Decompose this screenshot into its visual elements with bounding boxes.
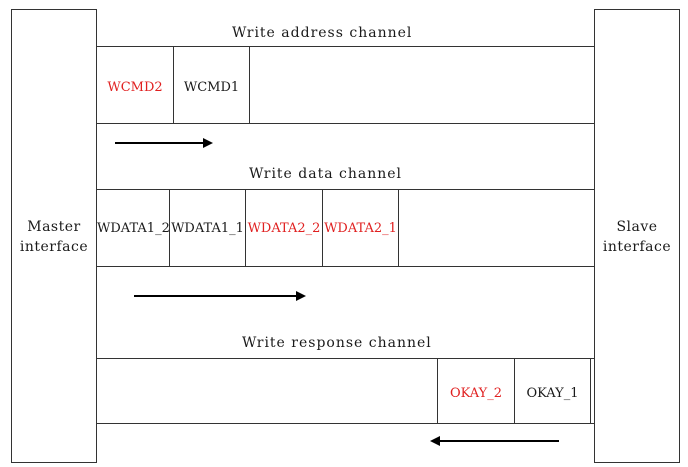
write-address-cell-divider <box>173 46 174 123</box>
write-address-cell-wcmd2: WCMD2 <box>107 80 163 95</box>
write-response-channel-bottom-border <box>96 423 595 424</box>
slave-interface-label: Slave interface <box>602 219 672 255</box>
write-address-channel-bottom-border <box>96 123 595 124</box>
write-address-direction-arrow <box>115 138 213 148</box>
write-address-cell-divider <box>249 46 250 123</box>
master-interface-label: Master interface <box>19 219 89 255</box>
write-data-cell-wdata1-1: WDATA1_1 <box>171 221 244 236</box>
write-data-cell-wdata1-2: WDATA1_2 <box>97 221 170 236</box>
write-response-cell-okay-2: OKAY_2 <box>449 386 503 401</box>
write-data-cell-wdata2-2: WDATA2_2 <box>247 221 321 236</box>
write-data-cell-wdata2-1: WDATA2_1 <box>324 221 397 236</box>
write-address-channel-title: Write address channel <box>232 25 413 41</box>
write-data-direction-arrow <box>134 291 306 301</box>
write-response-direction-arrow <box>430 436 559 446</box>
write-data-channel-top-border <box>96 189 595 190</box>
write-response-channel-title: Write response channel <box>242 335 432 351</box>
master-interface-block: Master interface <box>11 9 97 463</box>
write-data-cell-divider <box>245 189 246 266</box>
write-address-channel-top-border <box>96 46 595 47</box>
slave-interface-block: Slave interface <box>594 9 680 463</box>
write-address-cell-wcmd1: WCMD1 <box>183 80 240 95</box>
write-response-cell-okay-1: OKAY_1 <box>526 386 579 401</box>
write-response-cell-divider <box>590 358 591 423</box>
write-data-cell-divider <box>398 189 399 266</box>
write-response-cell-divider <box>437 358 438 423</box>
write-data-channel-bottom-border <box>96 266 595 267</box>
write-data-channel-title: Write data channel <box>249 166 403 182</box>
write-response-cell-divider <box>514 358 515 423</box>
write-response-channel-top-border <box>96 358 595 359</box>
write-data-cell-divider <box>322 189 323 266</box>
write-data-cell-divider <box>169 189 170 266</box>
